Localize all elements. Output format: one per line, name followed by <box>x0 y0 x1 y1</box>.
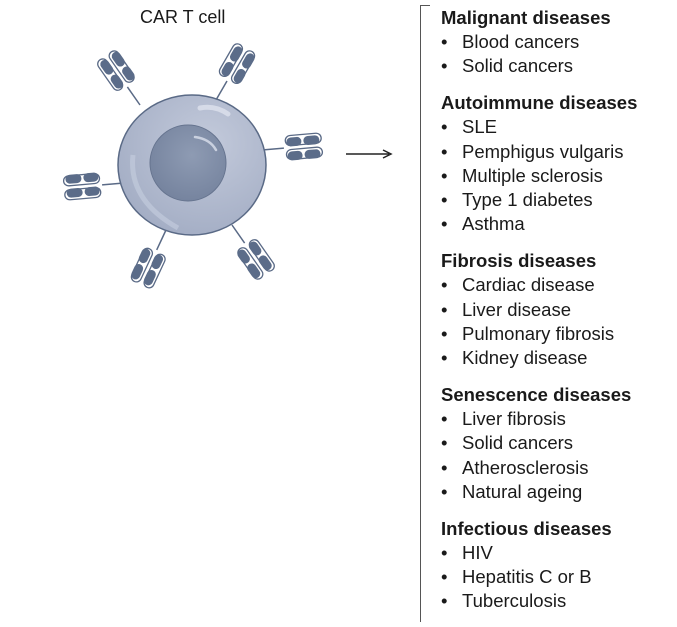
item-label: Kidney disease <box>462 347 588 369</box>
list-item: • Pulmonary fibrosis <box>441 322 637 346</box>
list-item: • Cardiac disease <box>441 273 637 297</box>
car-receptor-icon <box>204 41 259 108</box>
disease-list: Malignant diseases • Blood cancers • Solid c… <box>441 6 637 627</box>
bullet-icon: • <box>441 432 448 454</box>
list-item: • Asthma <box>441 212 637 236</box>
item-label: Blood cancers <box>462 31 580 52</box>
group-items: • Liver fibrosis • Solid cancers • Atheroscle… <box>441 407 637 504</box>
list-item: • Hepatitis C or B <box>441 565 637 589</box>
group-title: Autoimmune diseases <box>441 92 638 114</box>
group-title: Malignant diseases <box>441 7 611 28</box>
list-item: • Liver fibrosis <box>441 407 637 431</box>
list-item: • Solid cancers <box>441 431 637 455</box>
item-label: Pemphigus vulgaris <box>462 140 624 162</box>
car-receptor-icon <box>128 223 178 291</box>
bullet-icon: • <box>441 566 448 588</box>
list-item: • Tuberculosis <box>441 589 637 613</box>
car-t-cell-icon <box>62 41 324 291</box>
item-label: Liver fibrosis <box>462 408 566 430</box>
item-label: Cardiac disease <box>462 274 595 296</box>
cell-nucleus <box>149 124 227 202</box>
list-item: • HIV <box>441 541 637 565</box>
bullet-icon: • <box>441 31 448 52</box>
group-items: • HIV • Hepatitis C or B • Tuberculosis <box>441 541 637 614</box>
group-items: • Cardiac disease • Liver disease • Pulmonary… <box>441 273 637 370</box>
item-label: Multiple sclerosis <box>462 164 603 186</box>
bullet-icon: • <box>441 213 448 235</box>
bullet-icon: • <box>441 55 448 77</box>
bullet-icon: • <box>441 189 448 211</box>
group-title: Senescence diseases <box>441 384 632 406</box>
list-item: • SLE <box>441 115 637 139</box>
disease-group: Senescence diseases•Liver fibrosis•Solid… <box>441 383 637 504</box>
list-item: • Solid cancers <box>441 54 637 78</box>
bullet-icon: • <box>441 298 448 320</box>
list-item: • Multiple sclerosis <box>441 164 637 188</box>
list-bracket <box>420 5 430 622</box>
list-item: • Natural ageing <box>441 480 637 504</box>
bullet-icon: • <box>441 456 448 478</box>
bullet-icon: • <box>441 542 448 564</box>
group-title: Infectious diseases <box>441 518 612 540</box>
item-label: SLE <box>462 116 497 138</box>
item-label: Solid cancers <box>462 432 574 454</box>
item-label: Type 1 diabetes <box>462 189 593 211</box>
item-label: Tuberculosis <box>462 590 567 612</box>
bullet-icon: • <box>441 408 448 430</box>
list-item: • Liver disease <box>441 298 637 322</box>
car-receptor-icon <box>62 169 126 201</box>
disease-group: Fibrosis diseases•Cardiac disease•Liver … <box>441 249 637 370</box>
item-label: Atherosclerosis <box>462 456 589 478</box>
list-item: • Kidney disease <box>441 346 637 370</box>
bullet-icon: • <box>441 274 448 296</box>
item-label: HIV <box>462 542 493 564</box>
bullet-icon: • <box>441 140 448 162</box>
item-label: Liver disease <box>462 298 572 320</box>
disease-group: Infectious diseases•HIV•Hepatitis C or B… <box>441 517 637 614</box>
bullet-icon: • <box>441 322 448 344</box>
group-items: • SLE • Pemphigus vulgaris • Multiple scleros… <box>441 115 637 236</box>
bullet-icon: • <box>441 116 448 138</box>
list-item: • Blood cancers <box>441 30 637 54</box>
list-item: • Atherosclerosis <box>441 456 637 480</box>
item-label: Asthma <box>462 213 525 235</box>
disease-group: Autoimmune diseases•SLE•Pemphigus vulgar… <box>441 91 637 236</box>
car-receptor-icon <box>260 132 324 164</box>
bullet-icon: • <box>441 590 448 612</box>
group-items: • Blood cancers • Solid cancers <box>441 30 637 78</box>
item-label: Pulmonary fibrosis <box>462 322 615 344</box>
bullet-icon: • <box>441 480 448 502</box>
bullet-icon: • <box>441 164 448 186</box>
right-arrow-icon <box>346 149 393 159</box>
disease-group: Malignant diseases • Blood cancers • Solid c… <box>441 6 637 78</box>
list-item: • Type 1 diabetes <box>441 188 637 212</box>
bullet-icon: • <box>441 347 448 369</box>
item-label: Natural ageing <box>462 480 583 502</box>
car-receptor-icon <box>220 217 277 283</box>
cell-title: CAR T cell <box>140 7 226 27</box>
list-item: • Pemphigus vulgaris <box>441 140 637 164</box>
item-label: Solid cancers <box>462 55 574 77</box>
car-receptor-icon <box>95 47 152 113</box>
group-title: Fibrosis diseases <box>441 250 597 272</box>
item-label: Hepatitis C or B <box>462 566 592 588</box>
